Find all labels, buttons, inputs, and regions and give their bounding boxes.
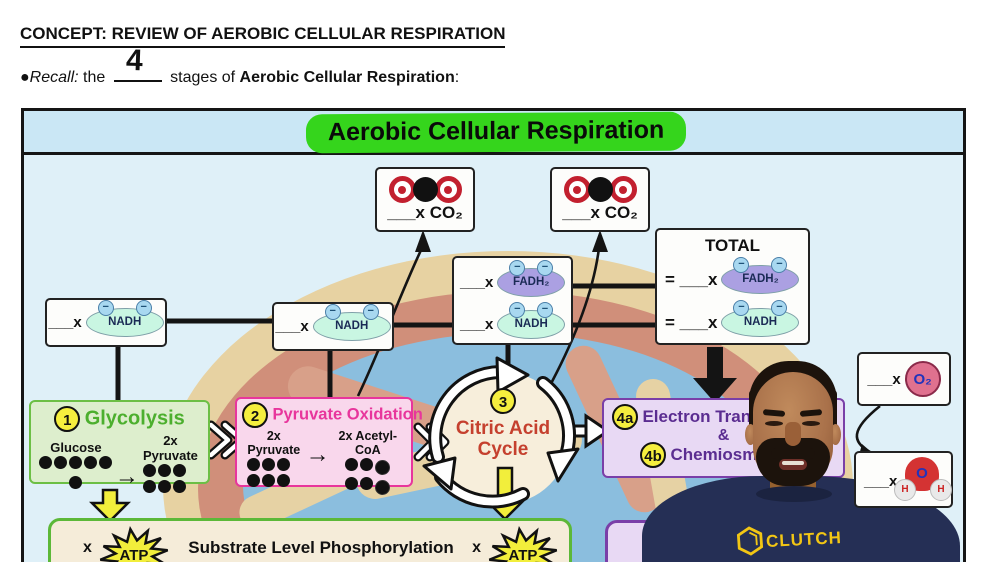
- recall-suffix: :: [454, 69, 460, 86]
- stage4b-number-badge: 4b: [640, 442, 666, 468]
- electron-icon: −: [733, 300, 750, 316]
- stage1-input-label: Glucose: [50, 440, 102, 455]
- count-label: ___x: [864, 473, 898, 490]
- nadh-molecule: − − NADH: [85, 300, 164, 337]
- electron-icon: −: [97, 300, 114, 316]
- stage2-output-label: 2x Acetyl-CoA: [338, 429, 398, 457]
- stage2-input-label: 2x Pyruvate: [247, 429, 301, 457]
- count-label: ___x: [460, 274, 494, 291]
- acetyl-coa-dots: CoA CoA: [330, 457, 406, 496]
- glucose-dots: [37, 455, 115, 495]
- fadh2-molecule: − − FADH₂: [721, 257, 800, 294]
- atp-label: ATP: [509, 547, 538, 562]
- recall-mid: stages of: [170, 69, 240, 86]
- stage2-pyruvate-oxidation-box: 2 Pyruvate Oxidation 2x Pyruvate → 2x Ac…: [235, 397, 423, 495]
- presenter-teeth: [782, 461, 804, 465]
- co2-box-right: ___x CO₂: [550, 167, 650, 232]
- carbon-atom-icon: [412, 177, 438, 202]
- co2-count-label: ___x CO₂: [387, 203, 463, 222]
- h2o-box: ___x O H H: [854, 451, 953, 508]
- reaction-arrow-icon: →: [114, 463, 139, 490]
- clutch-hexagon-icon: [736, 526, 764, 556]
- presenter-collar: [756, 486, 832, 502]
- stage2-name: Pyruvate Oxidation: [272, 405, 423, 424]
- molecule-label: NADH: [514, 318, 548, 330]
- substrate-title: Substrate Level Phosphorylation: [188, 538, 454, 557]
- concept-title: REVIEW OF AEROBIC CELLULAR RESPIRATION: [106, 24, 506, 43]
- total-title: TOTAL: [704, 236, 761, 255]
- recall-line: ●Recall: the 4 stages of Aerobic Cellula…: [20, 44, 460, 87]
- stage4-joiner: &: [717, 427, 730, 444]
- count-label: ___x: [460, 316, 494, 333]
- presenter-mustache: [771, 448, 815, 459]
- nadh-box-left: ___x − − NADH: [45, 298, 167, 347]
- recall-pre: the: [78, 69, 106, 86]
- co2-molecule-icon: [552, 176, 648, 203]
- recall-emphasis: Aerobic Cellular Respiration: [239, 69, 455, 86]
- pyruvate-dots: [139, 463, 191, 495]
- presenter-ear: [745, 424, 756, 445]
- water-hydrogen-icon: H: [930, 479, 952, 501]
- count-label: ___x: [48, 314, 82, 331]
- electron-icon: −: [135, 300, 152, 316]
- total-box: TOTAL = ___x − − FADH₂ = ___x − − NADH: [655, 228, 810, 345]
- stage1-glycolysis-box: 1 Glycolysis Glucose → 2x Pyruvate: [29, 400, 210, 493]
- electron-icon: −: [324, 304, 341, 320]
- water-hydrogen-icon: H: [894, 479, 916, 501]
- co2-count-label: ___x CO₂: [562, 203, 638, 222]
- coa-icon: CoA: [375, 479, 391, 495]
- presenter-nose: [785, 422, 801, 446]
- carbon-atom-icon: [587, 177, 613, 202]
- count-label: = ___x: [665, 269, 718, 289]
- electron-icon: −: [509, 302, 526, 318]
- o2-molecule-icon: O₂: [904, 361, 941, 397]
- bullet-icon: ●: [20, 69, 30, 86]
- electron-icon: −: [771, 257, 788, 273]
- nadh-molecule: − − NADH: [721, 300, 800, 337]
- o2-box: ___x O₂: [857, 352, 951, 406]
- substrate-phosphorylation-box: x ATP Substrate Level Phosphorylation x …: [48, 518, 572, 562]
- total-fadh2-row: = ___x − − FADH₂: [665, 257, 800, 294]
- presenter-eye: [802, 421, 820, 426]
- electron-icon: −: [733, 257, 750, 273]
- electron-icon: −: [509, 260, 526, 276]
- molecule-label: NADH: [743, 316, 778, 328]
- concept-heading: CONCEPT: REVIEW OF AEROBIC CELLULAR RESP…: [20, 24, 506, 48]
- presenter-ear: [830, 424, 841, 445]
- reaction-arrow-icon: →: [305, 441, 330, 468]
- pyruvate-dots: [242, 457, 294, 489]
- coa-icon: CoA: [375, 460, 391, 476]
- atp-label: ATP: [119, 547, 148, 562]
- molecule-label: FADH₂: [512, 276, 550, 288]
- stage4a-number-badge: 4a: [612, 404, 638, 430]
- stage1-name: Glycolysis: [84, 407, 185, 430]
- x-multiplier: x: [83, 539, 92, 556]
- count-label: = ___x: [665, 312, 718, 332]
- recall-label: Recall:: [29, 69, 79, 86]
- stage1-output-label: 2x Pyruvate: [142, 433, 198, 463]
- concept-label: CONCEPT:: [20, 24, 107, 43]
- presenter-eye: [765, 421, 783, 426]
- x-multiplier: x: [472, 539, 481, 556]
- molecule-label: NADH: [108, 316, 142, 328]
- count-label: ___x: [275, 318, 309, 335]
- electron-icon: −: [771, 300, 788, 316]
- molecule-label: FADH₂: [742, 273, 779, 285]
- co2-molecule-icon: [377, 176, 473, 203]
- stage1-number-badge: 1: [54, 406, 81, 432]
- count-label: ___x: [867, 370, 901, 388]
- total-nadh-row: = ___x − − NADH: [665, 300, 800, 337]
- answer-blank: 4: [113, 44, 162, 82]
- atp-starburst-icon: ATP: [488, 526, 558, 562]
- atp-starburst-icon: ATP: [99, 526, 169, 562]
- oxygen-atom-icon: [609, 176, 637, 203]
- shirt-brand-label: CLUTCH: [765, 528, 843, 551]
